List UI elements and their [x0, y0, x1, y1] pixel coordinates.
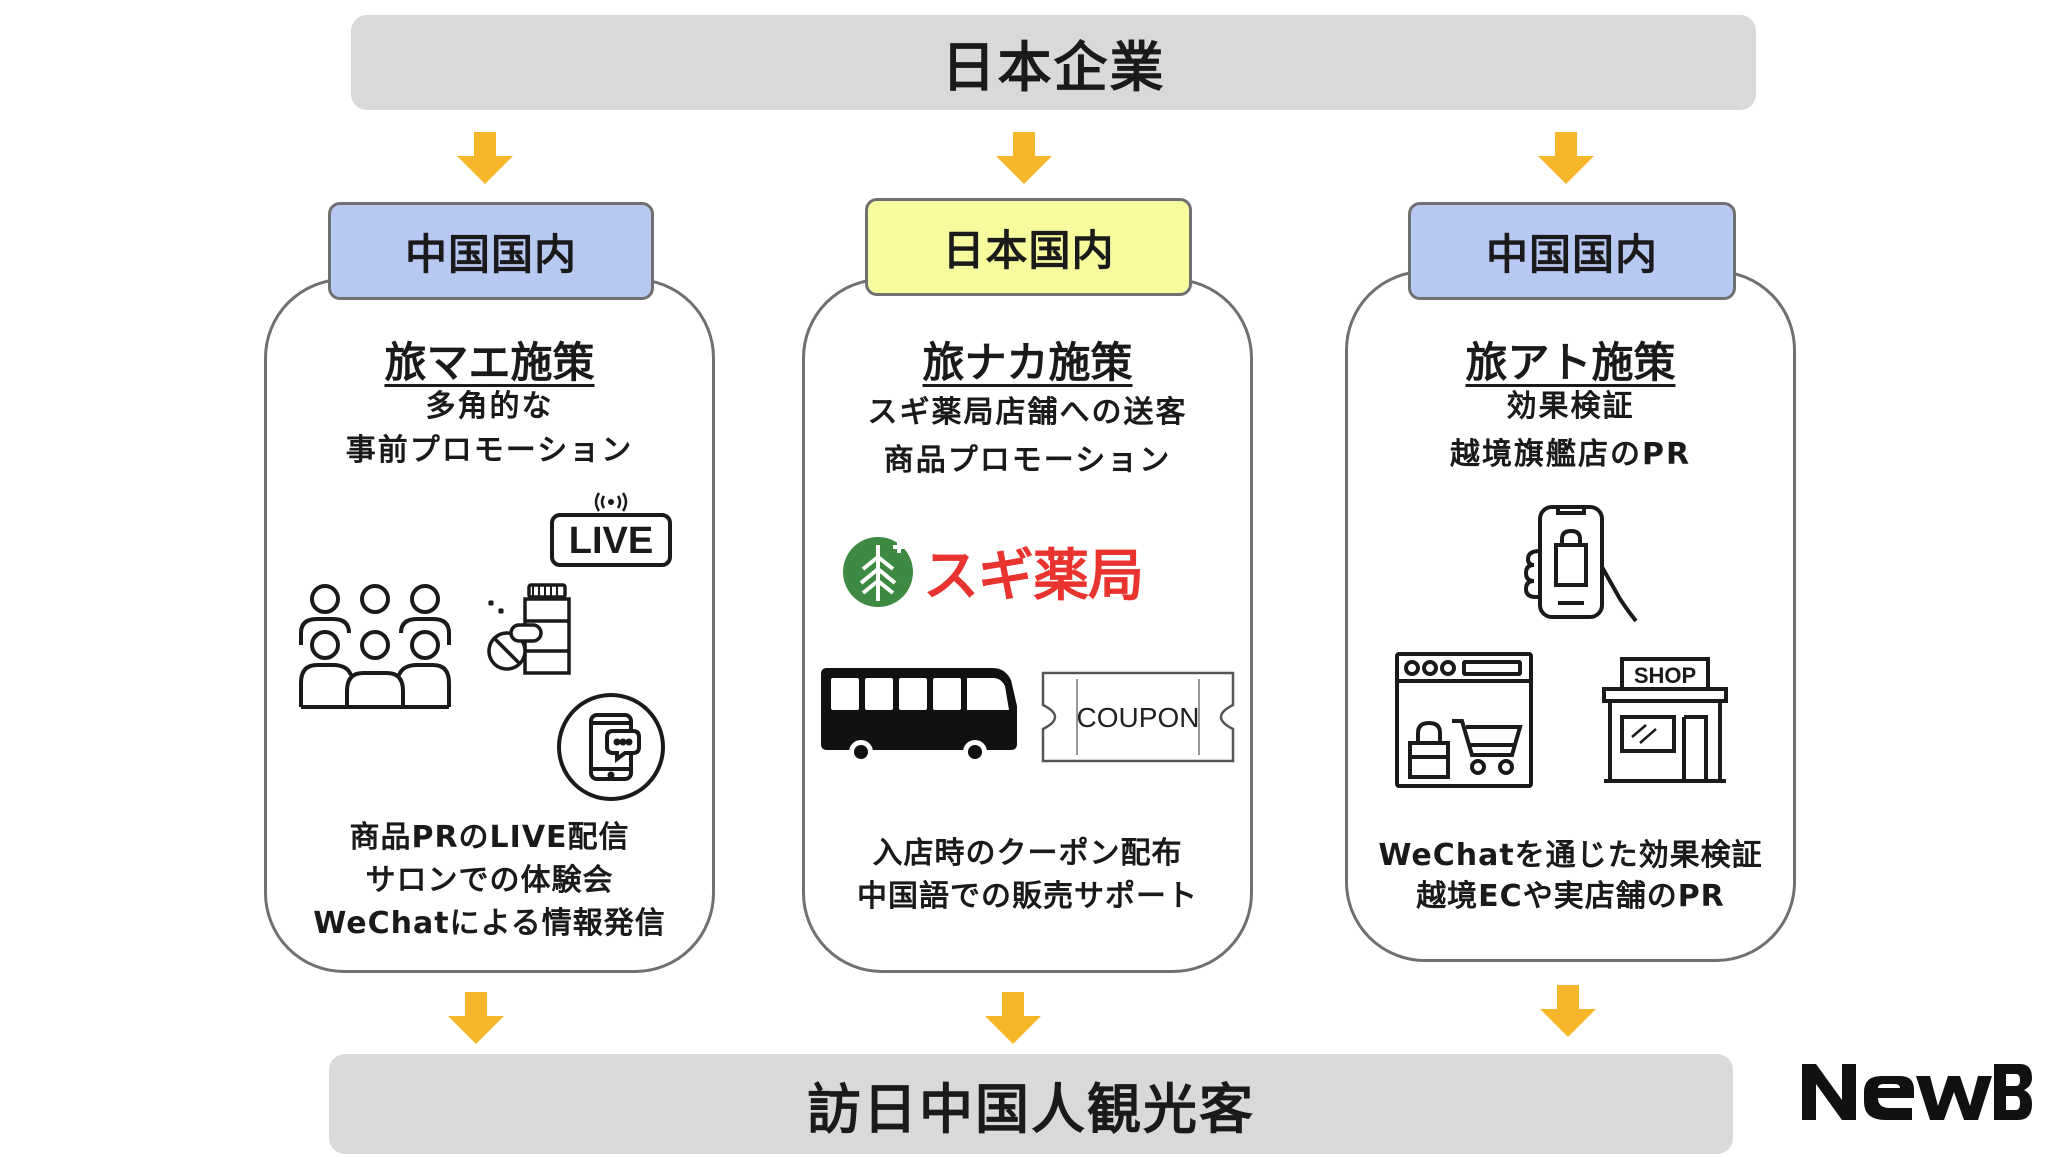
people-group-icon: [295, 583, 455, 711]
panel-bottom-line: 商品PRのLIVE配信: [349, 820, 630, 855]
arrow-down-icon: [985, 992, 1041, 1044]
panel-bottom-line: WeChatによる情報発信: [313, 906, 666, 941]
panel-before-trip: 旅マエ施策 多角的な 事前プロモーション LIVE: [264, 278, 715, 973]
top-bar-japanese-companies: 日本企業: [351, 15, 1756, 110]
panel-during-trip: 旅ナカ施策 スギ薬局店舗への送客 商品プロモーション スギ薬局: [802, 278, 1253, 973]
panel-title: 旅ナカ施策: [922, 338, 1133, 387]
panel-bottom-line: WeChatを通じた効果検証: [1378, 838, 1763, 873]
shop-sign-text: SHOP: [1634, 663, 1696, 688]
panel-subtitle-line: 越境旗艦店のPR: [1449, 437, 1692, 472]
tab-label: 中国国内: [404, 229, 577, 279]
panel-subtitle-line: 事前プロモーション: [345, 433, 634, 468]
coupon-icon: COUPON: [1041, 671, 1235, 763]
live-badge-text: LIVE: [569, 520, 653, 562]
panel-bottom-line: 中国語での販売サポート: [857, 879, 1198, 914]
panel-bottom-line: 入店時のクーポン配布: [872, 836, 1183, 871]
panel-subtitle-line: 商品プロモーション: [883, 443, 1172, 478]
online-store-icon: [1394, 651, 1534, 789]
panel-after-trip: 旅アト施策 効果検証 越境旗艦店のPR: [1345, 270, 1796, 962]
coupon-text: COUPON: [1077, 702, 1200, 733]
panel-subtitle-line: 効果検証: [1506, 389, 1635, 424]
arrow-down-icon: [1538, 132, 1594, 184]
panel-subtitle-line: スギ薬局店舗への送客: [867, 395, 1188, 430]
tab-china-domestic: 中国国内: [328, 202, 654, 300]
tab-label: 中国国内: [1485, 229, 1658, 279]
arrow-down-icon: [457, 132, 513, 184]
sugi-logo-text: スギ薬局: [923, 544, 1144, 609]
panel-title: 旅マエ施策: [384, 338, 595, 387]
bottom-bar-chinese-tourists: 訪日中国人観光客: [329, 1054, 1733, 1154]
panel-subtitle-line: 多角的な: [425, 389, 554, 424]
bus-icon: [817, 666, 1021, 766]
mobile-shopping-icon: [1520, 503, 1640, 643]
panel-title: 旅アト施策: [1465, 338, 1676, 387]
panel-bottom-line: サロンでの体験会: [365, 863, 614, 898]
phone-chat-icon: [555, 691, 667, 803]
newb-logo: [1802, 1064, 2032, 1120]
tab-label: 日本国内: [942, 225, 1115, 275]
sugi-logo-icon: スギ薬局: [841, 531, 1144, 612]
bottom-bar-label: 訪日中国人観光客: [807, 1077, 1255, 1141]
tab-japan-domestic: 日本国内: [865, 198, 1192, 296]
shop-icon: SHOP: [1600, 655, 1730, 785]
top-bar-label: 日本企業: [941, 36, 1166, 99]
live-stream-icon: LIVE: [549, 491, 673, 569]
medicine-icon: [481, 581, 581, 677]
panel-bottom-line: 越境ECや実店舗のPR: [1416, 879, 1725, 914]
arrow-down-icon: [448, 992, 504, 1044]
arrow-down-icon: [1540, 985, 1596, 1037]
arrow-down-icon: [996, 132, 1052, 184]
tab-china-domestic: 中国国内: [1408, 202, 1736, 300]
